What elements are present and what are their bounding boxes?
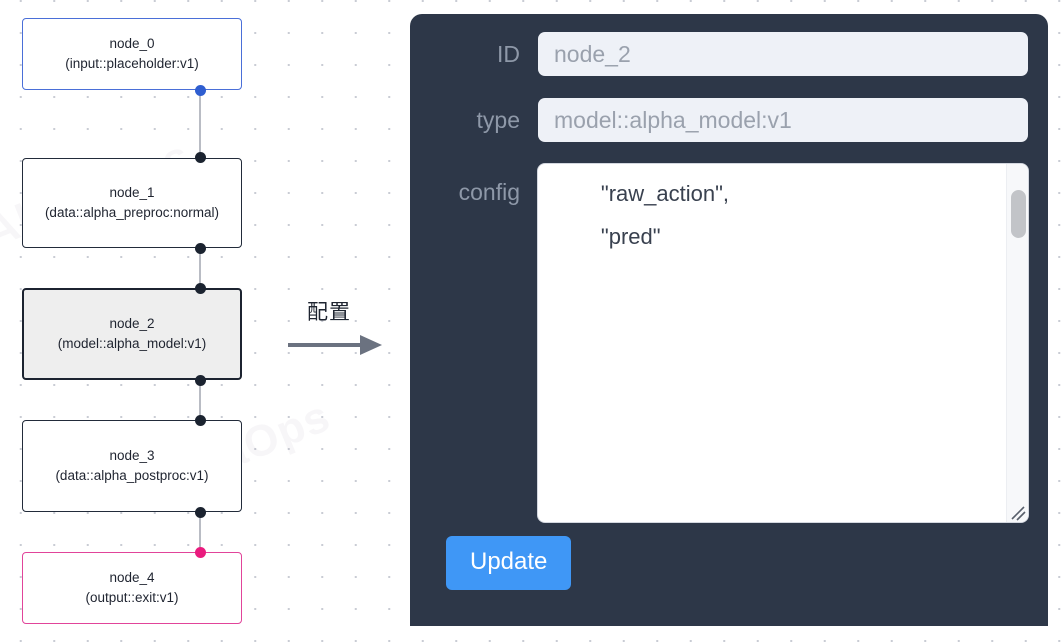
config-textarea[interactable] <box>538 164 1028 266</box>
field-row-type: type <box>430 98 1028 142</box>
edge-node2-node3 <box>199 380 201 420</box>
flow-node-node_0[interactable]: node_0 (input::placeholder:v1) <box>22 18 242 90</box>
transition-arrow-group: 配置 <box>286 296 386 360</box>
flow-node-subtitle: (data::alpha_postproc:v1) <box>55 468 209 483</box>
transition-arrow-label: 配置 <box>307 300 351 324</box>
handle-node3-target[interactable] <box>194 415 206 426</box>
flow-node-title: node_4 <box>109 570 155 585</box>
flow-node-node_4[interactable]: node_4 (output::exit:v1) <box>22 552 242 624</box>
config-field-label: config <box>458 179 520 205</box>
panel-actions: Update <box>430 536 1028 590</box>
field-row-config: config <box>430 164 1028 522</box>
flow-node-subtitle: (output::exit:v1) <box>85 590 179 605</box>
edge-node1-node2 <box>199 248 201 288</box>
flow-graph[interactable]: node_0 (input::placeholder:v1) node_1 (d… <box>0 0 400 643</box>
field-row-id: ID <box>430 32 1028 76</box>
id-input[interactable] <box>538 32 1028 76</box>
handle-node1-target[interactable] <box>194 152 206 163</box>
resize-grip-icon[interactable] <box>1008 503 1026 521</box>
handle-node0-source[interactable] <box>194 85 206 96</box>
config-scrollbar-thumb[interactable] <box>1011 190 1026 238</box>
node-config-panel: ID type config Update <box>410 14 1048 626</box>
config-scrollbar[interactable] <box>1006 164 1028 522</box>
flow-node-subtitle: (model::alpha_model:v1) <box>57 336 207 351</box>
arrow-right-icon <box>288 335 382 355</box>
flow-node-node_1[interactable]: node_1 (data::alpha_preproc:normal) <box>22 158 242 248</box>
handle-node2-source[interactable] <box>194 375 206 386</box>
flow-node-title: node_3 <box>109 448 155 463</box>
edge-node3-node4 <box>199 512 201 552</box>
flow-node-subtitle: (input::placeholder:v1) <box>65 56 199 71</box>
flow-node-node_3[interactable]: node_3 (data::alpha_postproc:v1) <box>22 420 242 512</box>
type-field-label: type <box>476 107 520 133</box>
flow-node-title: node_0 <box>109 36 155 51</box>
flow-node-title: node_2 <box>109 316 155 331</box>
config-textarea-wrapper[interactable] <box>538 164 1028 522</box>
handle-node4-target[interactable] <box>194 547 206 558</box>
flow-node-subtitle: (data::alpha_preproc:normal) <box>44 205 220 220</box>
update-button[interactable]: Update <box>446 536 572 590</box>
id-field-label: ID <box>497 41 520 67</box>
type-input[interactable] <box>538 98 1028 142</box>
handle-node3-source[interactable] <box>194 507 206 518</box>
handle-node2-target[interactable] <box>194 283 206 294</box>
edge-node0-node1 <box>199 90 201 158</box>
handle-node1-source[interactable] <box>194 243 206 254</box>
flow-node-title: node_1 <box>109 185 155 200</box>
flow-node-node_2[interactable]: node_2 (model::alpha_model:v1) <box>22 288 242 380</box>
